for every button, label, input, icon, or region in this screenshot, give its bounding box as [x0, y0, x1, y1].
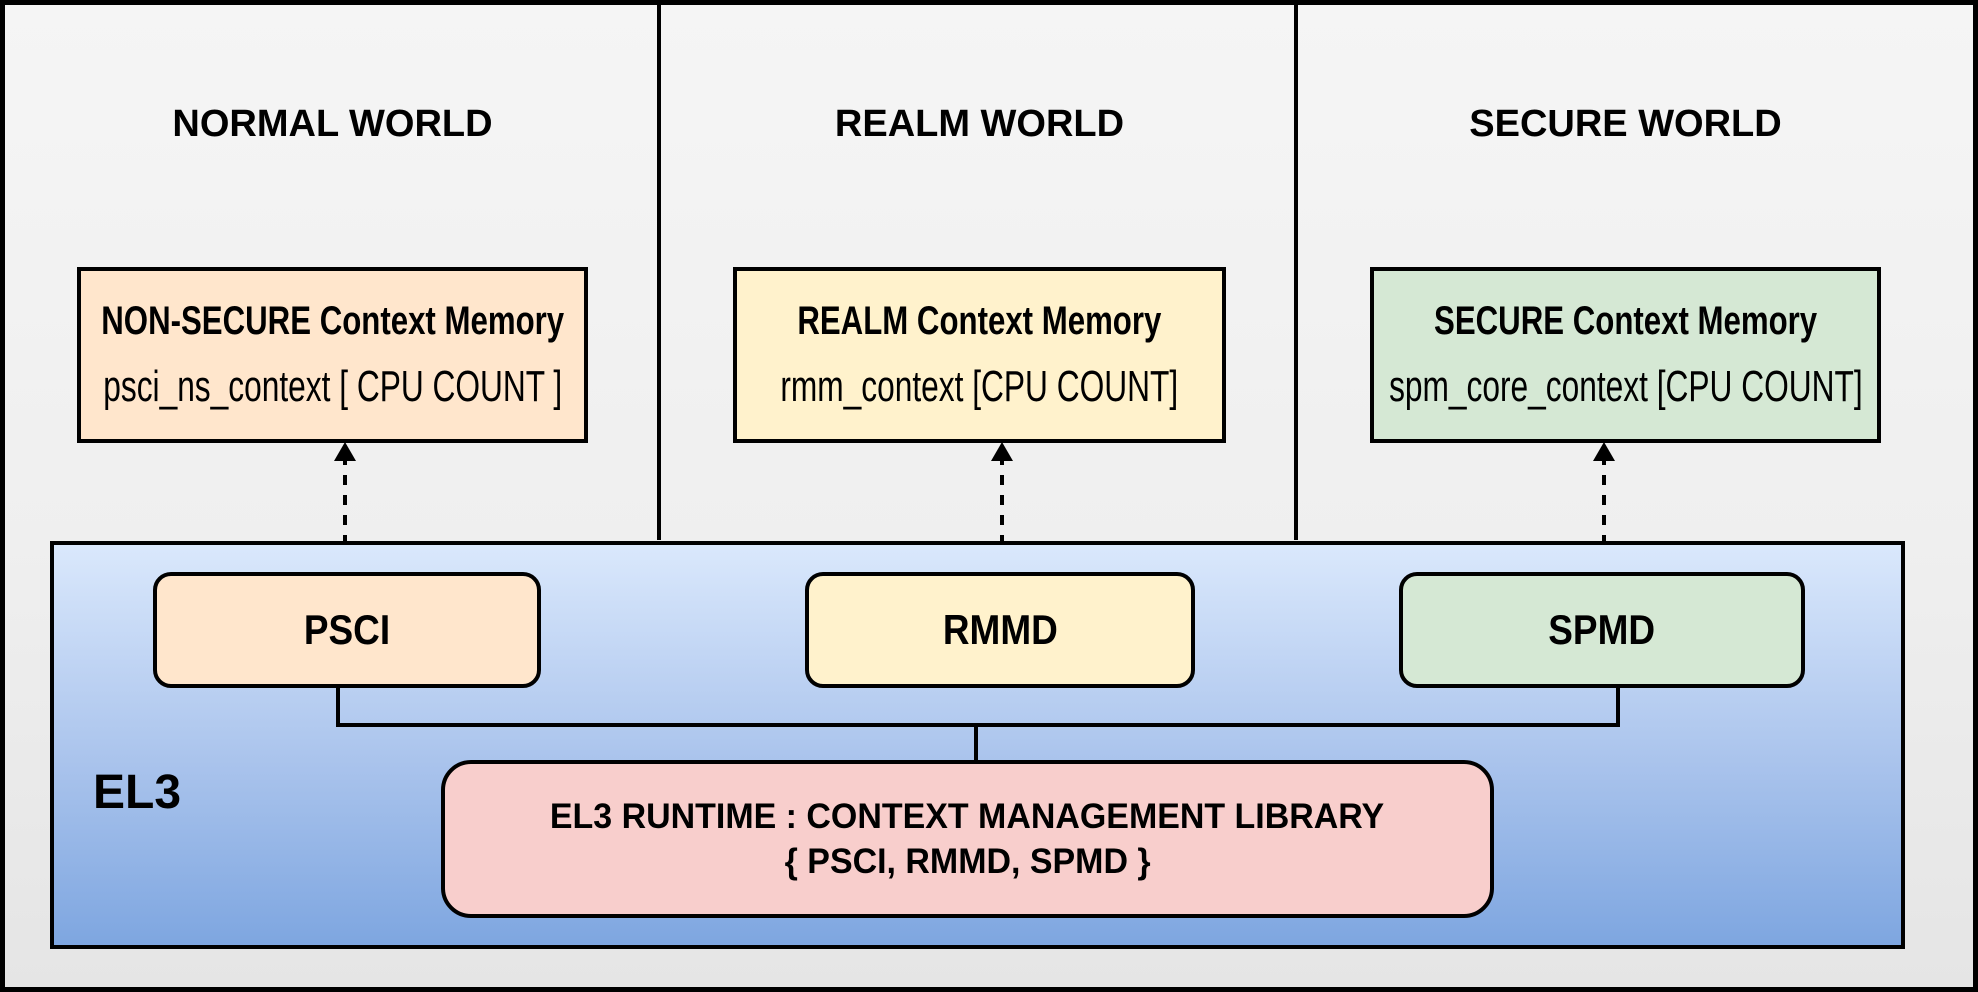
dashed-line [343, 455, 347, 559]
secure-context-memory-title: SECURE Context Memory [1433, 299, 1818, 343]
secure-context-memory-box: SECURE Context Memory spm_core_context [… [1370, 267, 1881, 443]
psci-module-label: PSCI [303, 606, 391, 653]
el3-label: EL3 [93, 766, 182, 819]
dashed-line [1602, 455, 1606, 559]
dashed-line [1000, 455, 1004, 559]
non-secure-context-memory-title: NON-SECURE Context Memory [101, 299, 564, 343]
non-secure-context-memory-box: NON-SECURE Context Memory psci_ns_contex… [77, 267, 588, 443]
non-secure-context-memory-detail: psci_ns_context [ CPU COUNT ] [103, 362, 562, 411]
spmd-connector-vertical [1616, 686, 1620, 727]
realm-context-memory-detail: rmm_context [CPU COUNT] [780, 362, 1179, 411]
psci-connector-vertical [336, 686, 340, 727]
world-divider-realm-secure [1294, 5, 1298, 540]
el3-runtime-title: EL3 RUNTIME : CONTEXT MANAGEMENT LIBRARY [550, 797, 1385, 836]
normal-world-title: NORMAL WORLD [172, 103, 493, 145]
arrow-up-icon [334, 442, 356, 461]
connector-bus-horizontal [336, 723, 1620, 727]
el3-runtime-box: EL3 RUNTIME : CONTEXT MANAGEMENT LIBRARY… [441, 760, 1494, 918]
realm-context-memory-box: REALM Context Memory rmm_context [CPU CO… [733, 267, 1226, 443]
rmmd-module-label: RMMD [942, 606, 1058, 653]
el3-runtime-subtitle: { PSCI, RMMD, SPMD } [784, 842, 1151, 881]
realm-context-memory-title: REALM Context Memory [797, 299, 1162, 343]
runtime-connector-drop [974, 723, 978, 763]
arrow-up-icon [991, 442, 1013, 461]
world-divider-normal-realm [657, 5, 661, 540]
psci-module-box: PSCI [153, 572, 541, 688]
spmd-module-label: SPMD [1548, 606, 1656, 653]
rmmd-module-box: RMMD [805, 572, 1195, 688]
secure-world-title: SECURE WORLD [1469, 103, 1782, 145]
realm-world-title: REALM WORLD [834, 103, 1125, 145]
arrow-up-icon [1593, 442, 1615, 461]
spmd-module-box: SPMD [1399, 572, 1805, 688]
secure-context-memory-detail: spm_core_context [CPU COUNT] [1388, 362, 1863, 411]
